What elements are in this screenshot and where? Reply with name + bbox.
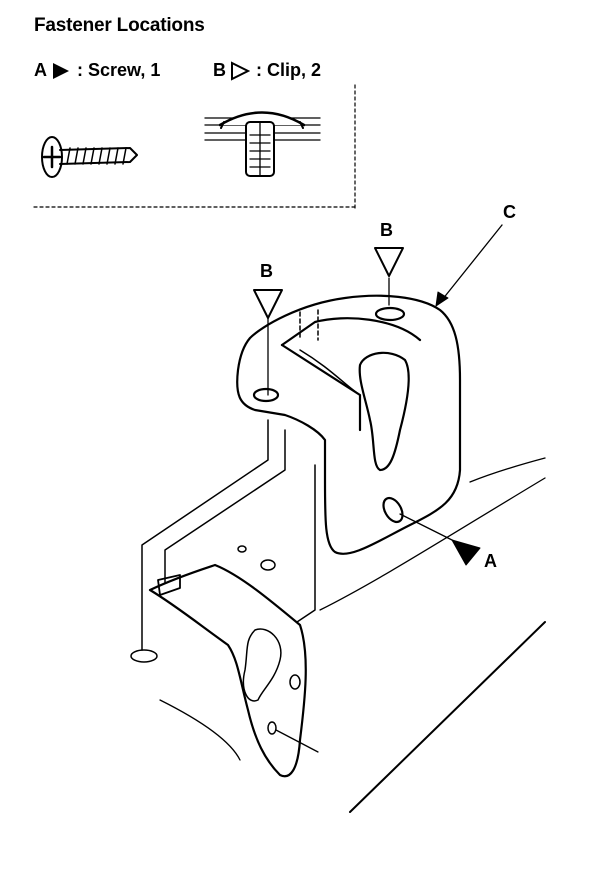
outline-triangle-icon [231,60,250,81]
bracket-c [236,294,462,555]
legend-clip-text: : Clip, 2 [256,60,322,80]
legend-clip-letter: B [213,60,226,80]
diagram-title: Fastener Locations [34,15,205,36]
callout-b-left: B [260,261,273,281]
screw-marker [451,539,481,566]
leader-arrowhead-c [435,291,449,307]
clip-marker-left [253,289,283,319]
leader-lines [267,224,503,544]
legend-screw-text: : Screw, 1 [77,60,161,80]
callout-b-right: B [380,220,393,240]
screw-icon [41,136,138,178]
lower-bracket [130,419,319,778]
body-panel [159,457,546,813]
legend-screw: A : Screw, 1 [34,60,160,81]
callout-c: C [503,202,516,222]
legend-box [33,84,356,209]
legend-screw-letter: A [34,60,47,80]
clip-marker-right [374,247,404,277]
clip-icon [204,111,321,177]
legend-clip: B : Clip, 2 [213,60,321,81]
callout-a: A [484,551,497,571]
filled-triangle-icon [53,62,69,79]
